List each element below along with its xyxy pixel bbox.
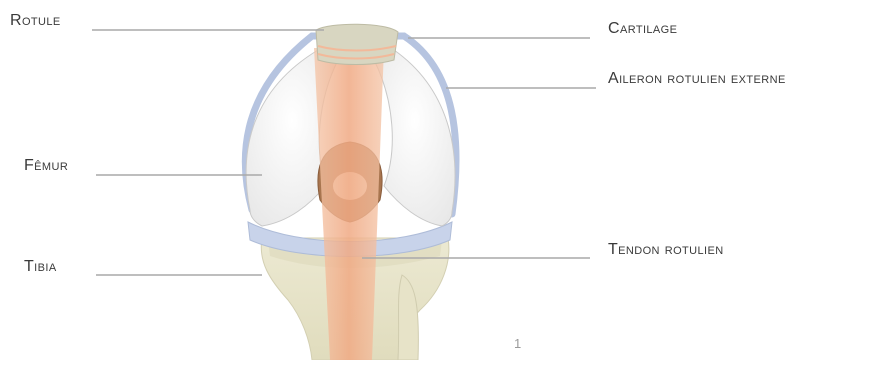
label-cartilage: Cartilage: [608, 20, 677, 38]
label-tibia: Tibia: [24, 258, 57, 276]
label-aileron: Aileron rotulien externe: [608, 70, 786, 88]
figure-marker: 1: [514, 336, 521, 351]
label-tendon: Tendon rotulien: [608, 241, 724, 259]
label-femur: Fêmur: [24, 157, 68, 175]
label-rotule: Rotule: [10, 12, 61, 30]
